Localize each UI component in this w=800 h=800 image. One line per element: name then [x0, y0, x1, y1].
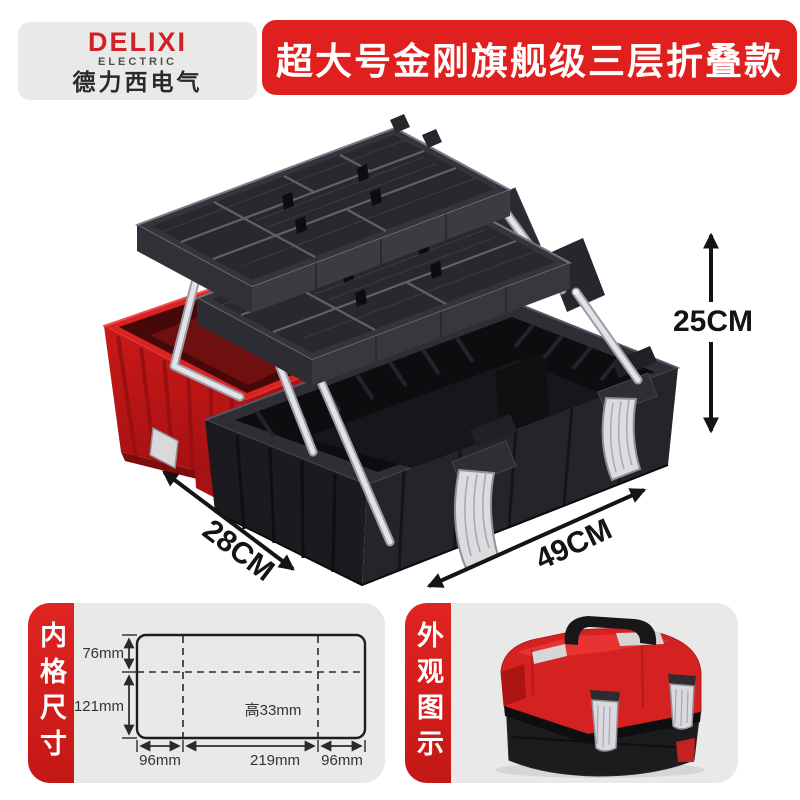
right-col-width-label: 96mm [321, 752, 363, 769]
left-col-width-label: 96mm [139, 752, 181, 769]
title-banner: 超大号金刚旗舰级三层折叠款 [262, 20, 797, 95]
inner-size-panel-tab: 内格尺寸 [28, 603, 74, 783]
appearance-panel-tab: 外观图示 [405, 603, 451, 783]
title-banner-text: 超大号金刚旗舰级三层折叠款 [276, 40, 783, 82]
depth-dimension-label: 28CM [196, 513, 281, 588]
hinge-plates [464, 187, 605, 312]
red-tray-box [102, 276, 384, 502]
inner-size-panel-tab-label: 内格尺寸 [36, 621, 66, 765]
brand-chinese-name: 德力西电气 [72, 68, 203, 95]
appearance-panel [405, 603, 738, 783]
brand-subtitle: ELECTRIC [98, 55, 177, 68]
top-row-height-label: 76mm [82, 645, 124, 662]
appearance-panel-tab-label: 外观图示 [413, 621, 443, 765]
width-dimension-label: 49CM [530, 512, 618, 577]
dimension-arrows [162, 232, 719, 588]
box-back-ribs [255, 323, 621, 438]
red-box-latch [149, 426, 179, 470]
middle-tray [195, 199, 572, 386]
brand-logo: DELIXI ELECTRIC 德力西电气 [18, 22, 257, 100]
bottom-row-height-label: 121mm [73, 698, 124, 715]
middle-col-width-label: 219mm [249, 752, 301, 769]
height-dimension-label: 25CM [672, 305, 754, 338]
latch [597, 372, 658, 482]
center-height-label: 高33mm [244, 702, 302, 719]
brand-name: DELIXI [87, 26, 187, 57]
latch [451, 440, 517, 570]
support-arms [169, 202, 643, 547]
top-tray [135, 114, 512, 313]
red-box-ribs [116, 335, 234, 483]
